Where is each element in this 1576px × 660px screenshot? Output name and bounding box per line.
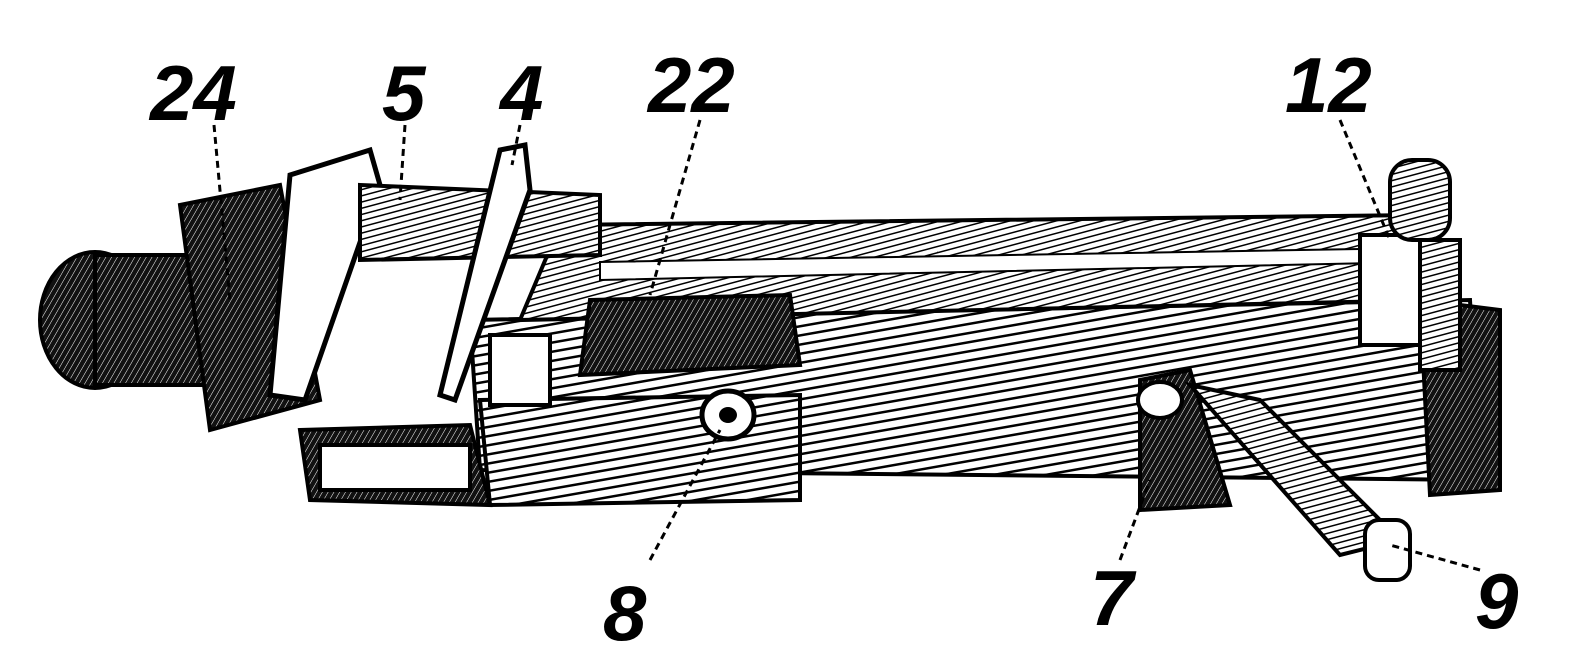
spring-end-cap xyxy=(1363,518,1412,582)
leader-9 xyxy=(1389,543,1481,572)
callout-9: 9 xyxy=(1475,557,1519,645)
right-housing xyxy=(1358,233,1422,347)
callout-labels: 24 5 4 22 12 8 7 9 xyxy=(148,41,1519,657)
carriage-slide xyxy=(577,292,803,378)
left-plate xyxy=(267,146,383,403)
leader-12 xyxy=(1338,119,1392,241)
middle-block xyxy=(488,333,552,407)
leader-22 xyxy=(648,119,702,296)
lever-spring-assembly xyxy=(1136,367,1412,582)
dial-assembly xyxy=(699,388,757,442)
spring-top-cap xyxy=(1136,380,1184,420)
callout-7: 7 xyxy=(1090,554,1137,642)
leader-lines xyxy=(212,119,1481,572)
leader-24 xyxy=(212,124,232,301)
callout-4: 4 xyxy=(498,49,543,137)
left-assembly xyxy=(38,142,803,508)
dial-8-hub xyxy=(719,407,737,423)
middle-plate xyxy=(437,142,533,404)
callout-8: 8 xyxy=(603,569,647,657)
leader-7 xyxy=(1118,479,1152,561)
leader-5 xyxy=(398,124,407,201)
motor-body xyxy=(93,253,207,387)
callout-22: 22 xyxy=(646,41,735,129)
callout-24: 24 xyxy=(148,49,237,137)
leader-4 xyxy=(510,124,522,166)
callout-12: 12 xyxy=(1285,41,1372,129)
carriage-window xyxy=(318,443,472,492)
leader-8 xyxy=(648,429,722,561)
callout-5: 5 xyxy=(382,49,427,137)
right-housing-plate xyxy=(1418,238,1462,372)
right-knob xyxy=(1388,158,1452,242)
